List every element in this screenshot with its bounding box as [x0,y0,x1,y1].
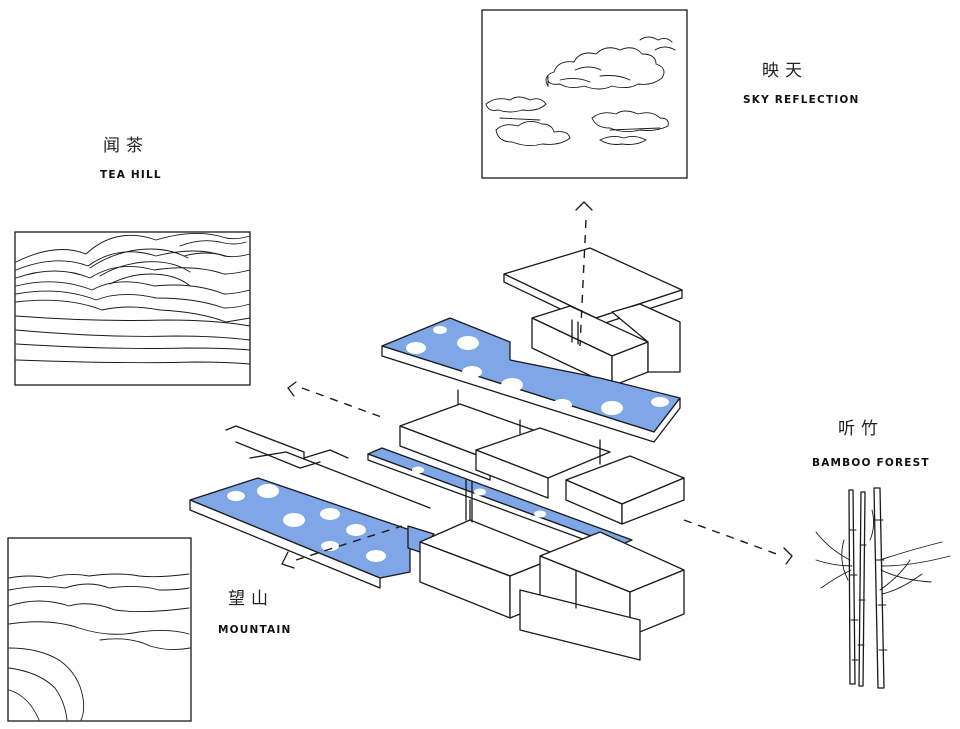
lower-walkway [225,425,431,509]
exploded-building [189,247,685,661]
tea-view-line [301,387,385,419]
middle-water-strip [367,447,633,553]
lower-water-terrace [189,477,435,589]
mountain-view-line [295,525,403,561]
columns [465,319,579,523]
mountain-panel: 望山 MOUNTAIN [7,537,291,722]
cloud-sketch [485,36,676,147]
top-volume [531,303,681,387]
middle-rooms [399,389,685,525]
arrow-down-left-icon [281,551,295,569]
mountain-cn-label: 望山 [228,589,274,609]
tea-hill-cn-label: 闻茶 [103,136,149,156]
bamboo-forest-cn-label: 听竹 [838,419,884,439]
bamboo-forest-en-label: BAMBOO FOREST [812,457,930,469]
lower-terrace-clouds [227,484,386,562]
tea-hill-en-label: TEA HILL [100,169,162,181]
sky-reflection-panel: 映天 SKY REFLECTION [481,9,860,179]
mountain-en-label: MOUNTAIN [218,624,291,636]
view-lines [281,201,793,569]
bamboo-view-line [683,519,783,557]
arrow-up-icon [575,201,593,211]
ground-floor-mass [419,499,685,661]
sky-reflection-en-label: SKY REFLECTION [743,94,860,106]
tea-hill-panel: 闻茶 TEA HILL [14,136,251,386]
mountain-sketch [8,573,191,721]
sky-view-line [579,219,587,347]
terraced-hill-sketch [15,233,251,365]
upper-terrace-clouds [406,326,669,415]
upper-water-terrace [381,317,681,443]
bamboo-sketch [815,487,951,689]
arrow-left-icon [287,381,297,397]
bamboo-forest-group: 听竹 BAMBOO FOREST [812,419,951,689]
arrow-right-icon [783,547,793,565]
sky-reflection-cn-label: 映天 [762,61,808,81]
